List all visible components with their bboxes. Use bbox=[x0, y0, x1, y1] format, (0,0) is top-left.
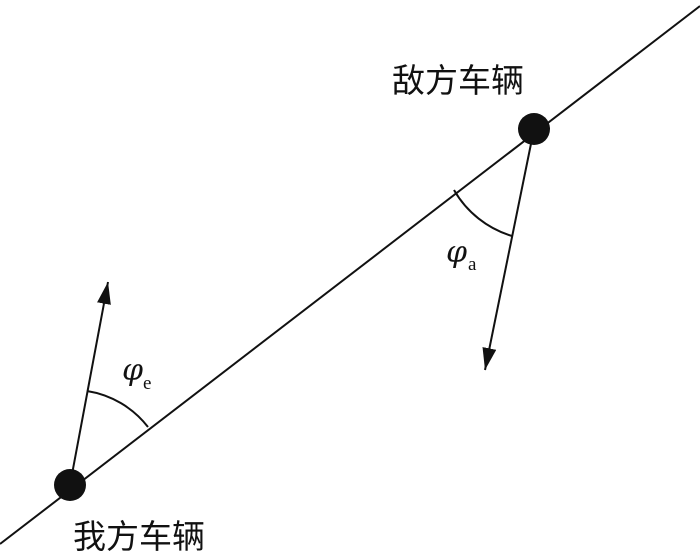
own-heading-arrow bbox=[69, 281, 111, 486]
angle-label-a-symbol: φ bbox=[446, 235, 467, 270]
enemy-vehicle-label: 敌方车辆 bbox=[392, 61, 524, 100]
own-vehicle-label: 我方车辆 bbox=[73, 517, 205, 556]
angle-label-e-subscript: e bbox=[143, 373, 151, 394]
own-vehicle-dot bbox=[54, 469, 86, 501]
angle-arc-a bbox=[453, 189, 513, 237]
angle-arc-e bbox=[86, 390, 149, 428]
enemy-vehicle-dot bbox=[518, 113, 550, 145]
enemy-heading-arrow bbox=[482, 128, 535, 371]
angle-label-e-symbol: φ bbox=[122, 353, 143, 388]
angle-label-a-subscript: a bbox=[468, 254, 477, 275]
line-of-sight bbox=[0, 5, 700, 545]
